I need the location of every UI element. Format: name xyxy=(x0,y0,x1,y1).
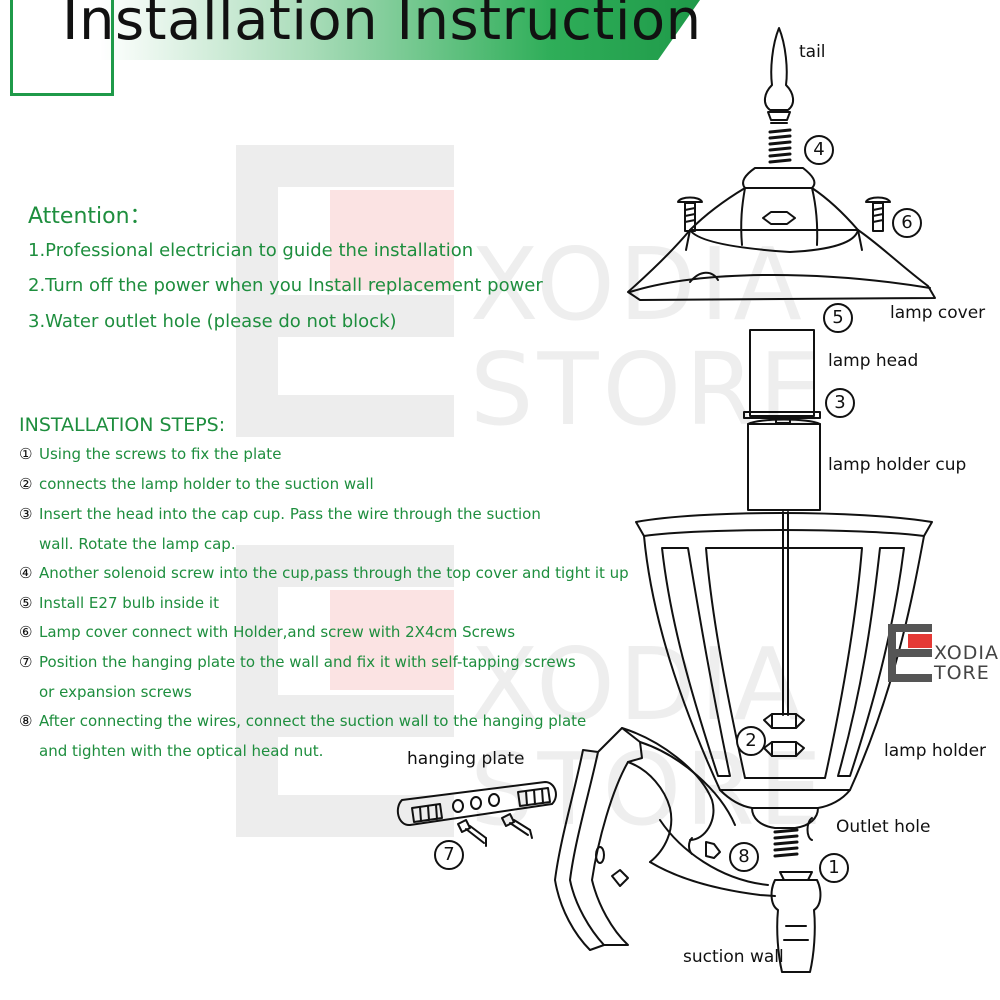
watermark-text: XODIA xyxy=(470,626,806,743)
step-item: ⑤ Install E27 bulb inside it xyxy=(19,594,219,612)
watermark-text: STORE xyxy=(470,331,826,448)
watermark-bar xyxy=(236,145,278,435)
step-text-continued: wall. Rotate the lamp cap. xyxy=(39,535,236,553)
step-text: Another solenoid screw into the cup,pass… xyxy=(39,564,629,582)
store-logo-text: XODIA xyxy=(934,642,999,664)
step-item: ⑧ After connecting the wires, connect the… xyxy=(19,712,586,730)
store-logo: XODIA TORE xyxy=(886,620,999,688)
holder-nut-lower xyxy=(763,741,805,757)
label-suction-wall: suction wall xyxy=(683,947,784,967)
step-text-continued: and tighten with the optical head nut. xyxy=(39,742,324,760)
callout-6: 6 xyxy=(892,208,922,238)
watermark-red-square xyxy=(330,190,454,290)
step-item: ② connects the lamp holder to the suction… xyxy=(19,475,374,493)
cover-screw-right xyxy=(865,196,891,232)
header-banner xyxy=(100,0,700,60)
page-title: Installation Instruction xyxy=(62,0,702,53)
step-number: ⑥ xyxy=(19,623,33,641)
step-item: ④ Another solenoid screw into the cup,pas… xyxy=(19,564,629,582)
store-logo-text: TORE xyxy=(934,662,990,684)
label-lamp-cover: lamp cover xyxy=(890,303,986,323)
cover-screw-left xyxy=(677,196,703,232)
lamp-holder-cup xyxy=(747,418,821,511)
hanging-plate xyxy=(396,781,557,826)
header-frame xyxy=(10,0,114,96)
attention-item: 1.Professional electrician to guide the … xyxy=(28,240,474,261)
lamp-cover xyxy=(627,167,936,301)
callout-7: 7 xyxy=(434,840,464,870)
steps-title: INSTALLATION STEPS: xyxy=(19,414,226,436)
callout-1: 1 xyxy=(819,853,849,883)
tail-finial xyxy=(764,27,794,124)
step-text-continued: or expansion screws xyxy=(39,683,192,701)
suction-wall-bracket xyxy=(554,727,822,973)
label-outlet-hole: Outlet hole xyxy=(836,817,931,837)
watermark-bar xyxy=(236,695,454,737)
watermark-red-square xyxy=(330,590,454,690)
threaded-rod-top xyxy=(768,128,792,164)
step-number: ③ xyxy=(19,505,33,523)
label-lamp-holder-cup: lamp holder cup xyxy=(828,455,967,475)
step-number: ④ xyxy=(19,564,33,582)
step-text: Lamp cover connect with Holder,and screw… xyxy=(39,623,516,641)
step-text: Position the hanging plate to the wall a… xyxy=(39,653,576,671)
step-text: Install E27 bulb inside it xyxy=(39,594,219,612)
attention-item: 2.Turn off the power when you Install re… xyxy=(28,275,543,296)
step-number: ② xyxy=(19,475,33,493)
callout-2: 2 xyxy=(736,726,766,756)
wall-screw-right xyxy=(501,813,533,839)
callout-8: 8 xyxy=(729,842,759,872)
threaded-rod-bottom xyxy=(773,828,799,858)
step-number: ⑧ xyxy=(19,712,33,730)
holder-nut-upper xyxy=(763,713,805,729)
store-logo-mark xyxy=(888,624,932,682)
step-item: ③ Insert the head into the cap cup. Pass … xyxy=(19,505,541,523)
watermark-bar xyxy=(236,395,454,437)
watermark-bar xyxy=(236,295,454,337)
attention-item: 3.Water outlet hole (please do not block… xyxy=(28,311,397,332)
label-tail: tail xyxy=(799,42,826,62)
watermark-bar xyxy=(236,545,278,835)
step-text: Insert the head into the cap cup. Pass t… xyxy=(39,505,541,523)
label-hanging-plate: hanging plate xyxy=(407,749,525,769)
watermark-bar xyxy=(236,795,454,837)
step-number: ① xyxy=(19,445,33,463)
label-lamp-head: lamp head xyxy=(828,351,919,371)
step-text: connects the lamp holder to the suction … xyxy=(39,475,374,493)
step-number: ⑦ xyxy=(19,653,33,671)
step-number: ⑤ xyxy=(19,594,33,612)
label-lamp-holder: lamp holder xyxy=(884,741,987,761)
lamp-holder-body xyxy=(635,512,933,841)
step-item: ① Using the screws to fix the plate xyxy=(19,445,281,463)
step-text: After connecting the wires, connect the … xyxy=(39,712,587,730)
step-item: ⑦ Position the hanging plate to the wall … xyxy=(19,653,576,671)
step-item: ⑥ Lamp cover connect with Holder,and scre… xyxy=(19,623,515,641)
callout-4: 4 xyxy=(804,135,834,165)
wall-screw-left xyxy=(457,819,487,847)
lamp-head xyxy=(743,329,821,424)
attention-title: Attention： xyxy=(28,204,152,229)
callout-3: 3 xyxy=(825,388,855,418)
callout-5: 5 xyxy=(823,303,853,333)
step-text: Using the screws to fix the plate xyxy=(39,445,282,463)
